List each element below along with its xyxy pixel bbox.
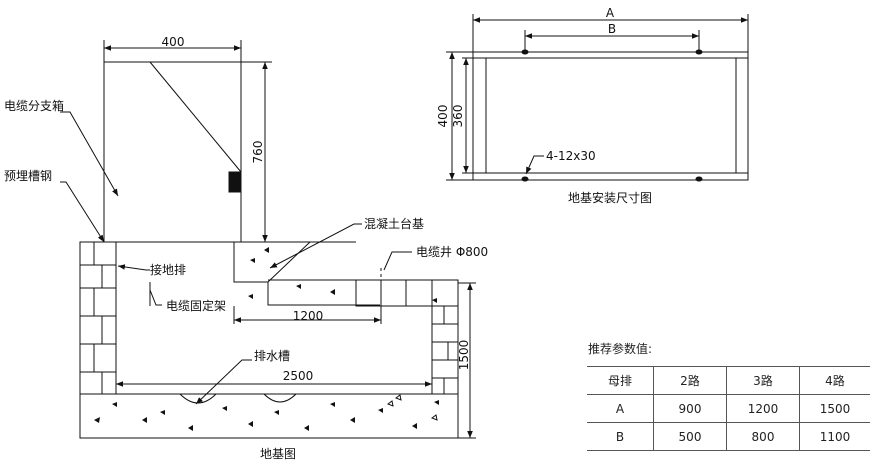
dim-1200 <box>233 306 382 324</box>
dim-outer-height <box>446 51 473 181</box>
label-cable-well: 电缆井 Φ800 <box>416 245 488 259</box>
dim-label-a: A <box>606 6 615 20</box>
dim-label-760: 760 <box>251 141 265 164</box>
params-cell: 800 <box>726 422 800 451</box>
params-row: A 900 1200 1500 <box>587 394 870 423</box>
holes-leader <box>525 155 544 175</box>
dim-label-outer-height: 400 <box>436 105 450 128</box>
params-header-cell: 母排 <box>587 366 654 395</box>
right-brick-wall <box>431 305 459 395</box>
dim-inner-height <box>462 57 473 174</box>
params-header-row: 母排 2路 3路 4路 <box>587 366 870 395</box>
label-cable-bracket: 电缆固定架 <box>166 298 226 313</box>
dim-label-1200: 1200 <box>293 309 324 323</box>
params-row: B 500 800 1100 <box>587 422 870 451</box>
label-embedded-channel: 预埋槽钢 <box>4 169 52 183</box>
dim-label-400: 400 <box>162 35 185 49</box>
params-header-cell: 4路 <box>799 366 870 395</box>
leaders <box>60 111 412 405</box>
label-cable-branch-box: 电缆分支箱 <box>4 98 64 113</box>
dim-b <box>524 30 700 50</box>
params-cell: 500 <box>653 422 727 451</box>
left-brick-wall <box>79 241 117 395</box>
params-header-cell: 3路 <box>726 366 800 395</box>
cable-branch-box <box>103 61 242 243</box>
params-title: 推荐参数值: <box>588 342 653 356</box>
install-drawing <box>446 14 749 182</box>
concrete-base <box>79 241 459 439</box>
dim-label-b: B <box>608 22 616 36</box>
params-cell: B <box>587 422 654 451</box>
params-cell: 900 <box>653 394 727 423</box>
caption-foundation: 地基图 <box>260 447 296 461</box>
params-cell: 1200 <box>726 394 800 423</box>
params-cell: 1500 <box>799 394 870 423</box>
label-drain-channel: 排水槽 <box>254 349 290 363</box>
dim-label-1500: 1500 <box>457 340 471 371</box>
dim-760 <box>241 61 272 243</box>
params-cell: A <box>587 394 654 423</box>
dim-400-top <box>103 40 242 62</box>
params-header-cell: 2路 <box>653 366 727 395</box>
foundation-drawing <box>60 40 476 439</box>
dim-a <box>472 14 749 52</box>
label-holes: 4-12x30 <box>546 149 596 163</box>
dim-label-inner-height: 360 <box>451 105 465 128</box>
dim-1500 <box>458 282 476 439</box>
dim-label-2500: 2500 <box>283 369 314 383</box>
params-table: 母排 2路 3路 4路 A 900 1200 1500 B 500 800 11… <box>587 366 870 451</box>
concrete-aggregate <box>94 247 439 431</box>
caption-install: 地基安装尺寸图 <box>568 190 652 205</box>
label-concrete-base: 混凝土台基 <box>364 216 424 231</box>
params-cell: 1100 <box>799 422 870 451</box>
label-ground-bar: 接地排 <box>150 262 186 277</box>
